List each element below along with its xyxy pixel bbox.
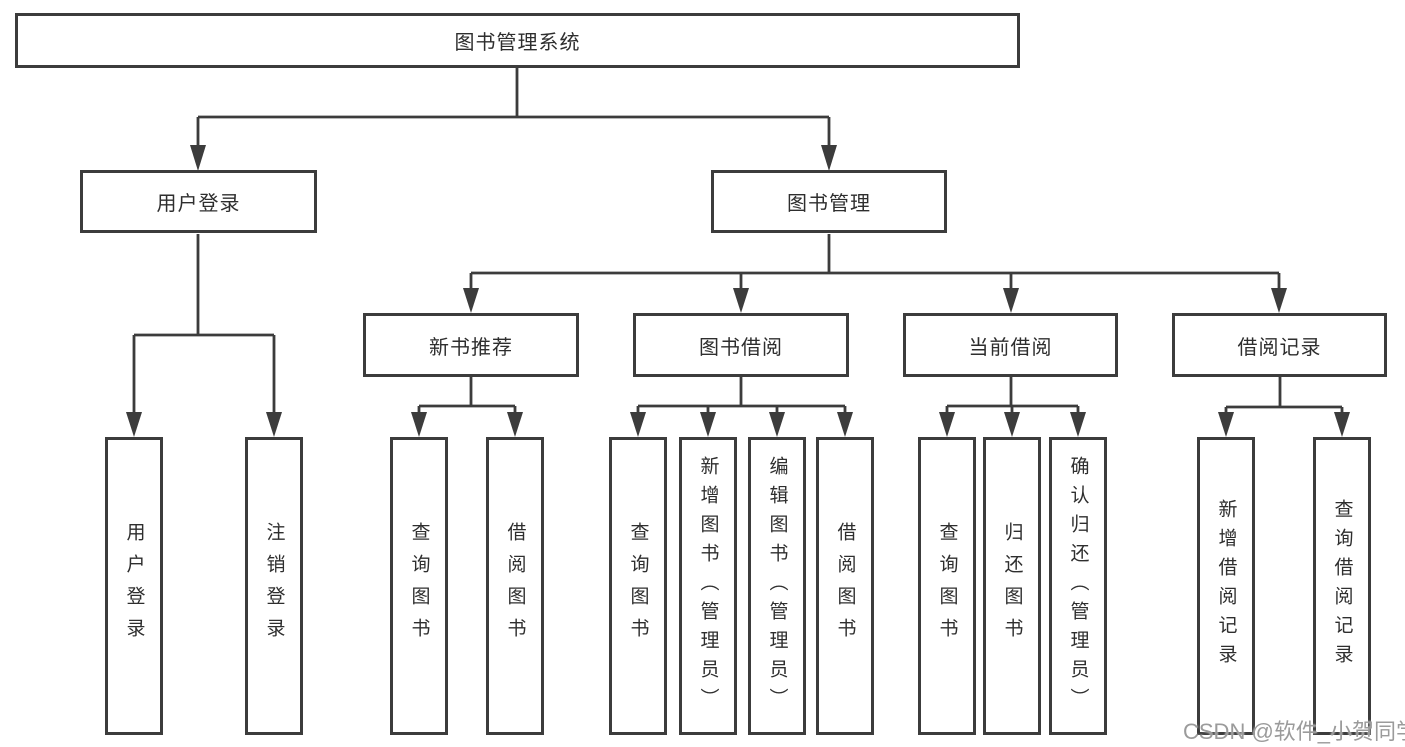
leaf-recommend-query-books: 查询图书 [390,437,448,735]
leaf-recommend-borrow-books-label: 借阅图书 [504,522,526,650]
leaf-logout: 注销登录 [245,437,303,735]
node-book-management: 图书管理 [711,170,947,233]
leaf-edit-books-admin-label: 编辑图书（管理员） [766,455,788,717]
node-user-login-label: 用户登录 [156,193,241,215]
node-borrowing-records-label: 借阅记录 [1237,336,1322,359]
node-new-book-recommendation-label: 新书推荐 [429,336,513,359]
leaf-recommend-borrow-books: 借阅图书 [486,437,544,735]
leaf-current-query-books: 查询图书 [918,437,976,735]
leaf-confirm-return-admin-label: 确认归还（管理员） [1067,455,1089,717]
leaf-query-borrow-record: 查询借阅记录 [1313,437,1371,735]
node-user-login: 用户登录 [80,170,317,233]
leaf-user-login-label: 用户登录 [123,522,145,650]
leaf-add-books-admin: 新增图书（管理员） [679,437,737,735]
leaf-query-borrow-record-label: 查询借阅记录 [1331,499,1353,673]
node-book-management-label: 图书管理 [787,193,871,215]
leaf-borrow-books-label: 借阅图书 [834,522,856,650]
node-current-borrowing-label: 当前借阅 [968,336,1053,359]
leaf-return-books: 归还图书 [983,437,1041,735]
leaf-add-books-admin-label: 新增图书（管理员） [697,455,719,717]
leaf-confirm-return-admin: 确认归还（管理员） [1049,437,1107,735]
node-root-system-label: 图书管理系统 [454,32,581,54]
leaf-borrowing-query-books: 查询图书 [609,437,667,735]
leaf-borrowing-query-books-label: 查询图书 [627,522,649,650]
csdn-watermark: CSDN @软件_小贺同学 [1183,719,1405,744]
node-book-borrowing-label: 图书借阅 [699,336,783,359]
leaf-user-login: 用户登录 [105,437,163,735]
leaf-edit-books-admin: 编辑图书（管理员） [748,437,806,735]
leaf-current-query-books-label: 查询图书 [936,522,958,650]
leaf-return-books-label: 归还图书 [1001,522,1023,650]
leaf-add-borrow-record: 新增借阅记录 [1197,437,1255,735]
leaf-logout-label: 注销登录 [263,522,285,650]
leaf-add-borrow-record-label: 新增借阅记录 [1215,499,1237,673]
node-book-borrowing: 图书借阅 [633,313,849,377]
node-root-system: 图书管理系统 [15,13,1020,68]
node-borrowing-records: 借阅记录 [1172,313,1387,377]
node-current-borrowing: 当前借阅 [903,313,1118,377]
leaf-recommend-query-books-label: 查询图书 [408,522,430,650]
node-new-book-recommendation: 新书推荐 [363,313,579,377]
leaf-borrow-books: 借阅图书 [816,437,874,735]
